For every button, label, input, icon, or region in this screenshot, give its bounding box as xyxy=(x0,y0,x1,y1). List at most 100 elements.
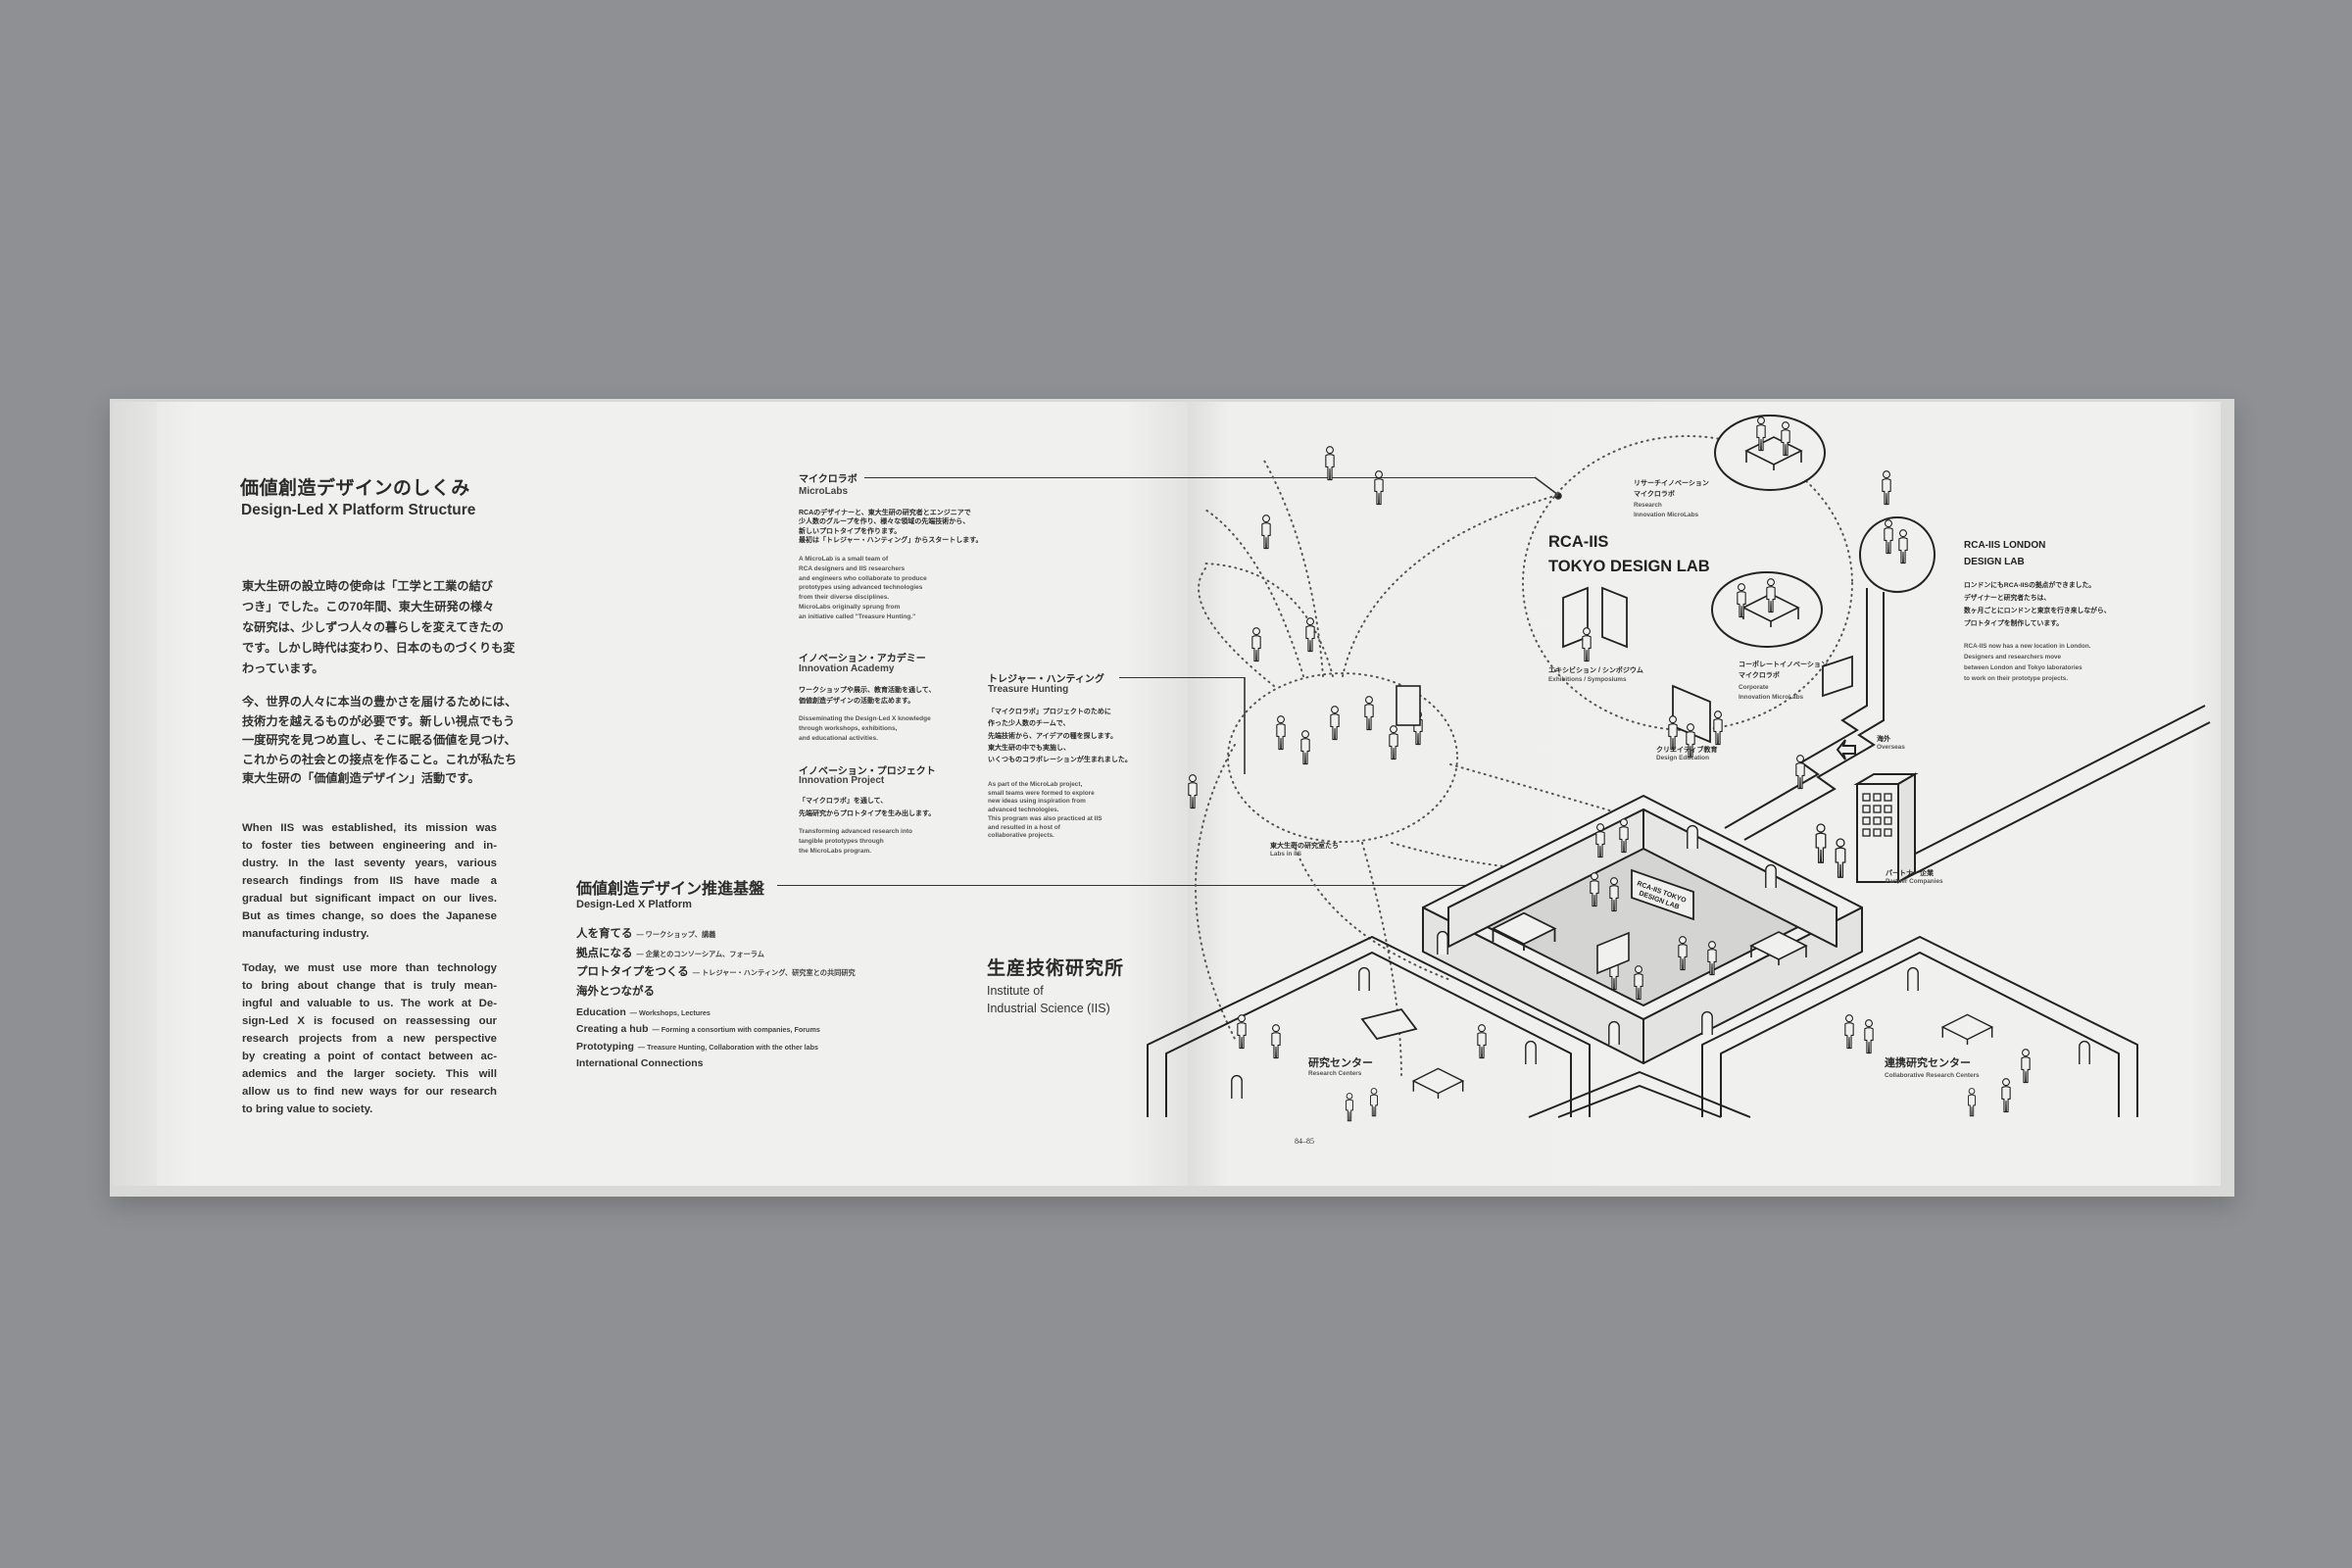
text-line: マイクロラボ xyxy=(1634,491,1675,498)
collab-centers-label-en: Collaborative Research Centers xyxy=(1885,1072,1980,1079)
iis-title-ja: 生産技術研究所 xyxy=(987,958,1125,979)
labs-in-iis-label-en: Labs in IIS xyxy=(1270,851,1301,858)
research-microlabs-label-ja: リサーチイノベーションマイクロラボ xyxy=(1634,478,1709,500)
treasure-title-ja: トレジャー・ハンティング xyxy=(988,674,1104,685)
text-line: This program was also practiced at IIS xyxy=(988,814,1102,822)
exhibitions-label-ja: エキシビション / シンポジウム xyxy=(1548,667,1643,674)
cover-edge xyxy=(113,402,158,1186)
text-line: 東大生研の「価値創造デザイン」活動です。 xyxy=(242,771,480,785)
text-line: to foster ties between engineering and i… xyxy=(242,840,497,852)
text-line: small teams were formed to explore xyxy=(988,789,1095,797)
text-line: 価値創造デザインの活動を広めます。 xyxy=(799,698,915,705)
text-line: by creating a point of contact between a… xyxy=(242,1051,497,1062)
left-page xyxy=(157,402,1188,1186)
project-title-en: Innovation Project xyxy=(799,775,885,786)
text-line: A MicroLab is a small team of xyxy=(799,556,889,563)
text-line: 「マイクロラボ」プロジェクトのために xyxy=(988,709,1111,715)
text-line: allow us to find new ways for our resear… xyxy=(242,1086,497,1098)
platform-item-en: International Connections xyxy=(576,1056,704,1069)
treasure-body-en: As part of the MicroLab project,small te… xyxy=(988,781,1102,841)
project-body-ja: 「マイクロラボ」を通して、先端研究からプロトタイプを生み出します。 xyxy=(799,795,935,820)
project-title-ja: イノベーション・プロジェクト xyxy=(799,766,936,777)
collab-centers-label-ja: 連携研究センター xyxy=(1885,1057,1971,1069)
text-line: prototypes using advanced technologies xyxy=(799,584,923,592)
project-body-en: Transforming advanced research into tangi… xyxy=(799,827,912,857)
text-line: to bring value to society. xyxy=(242,1103,373,1115)
microlabs-body-ja: RCAのデザイナーと、東大生研の研究者とエンジニアで少人数のグループを作り、様々… xyxy=(799,509,983,545)
exhibitions-label-en: Exhibitions / Symposiums xyxy=(1548,676,1627,683)
text-line: 数ヶ月ごとにロンドンと東京を行き来しながら、 xyxy=(1964,608,2111,614)
london-lab-body-ja: ロンドンにもRCA-IISの拠点ができました。デザイナーと研究者たちは、数ヶ月ご… xyxy=(1964,579,2111,630)
text-line: わっています。 xyxy=(242,662,324,675)
text-line: But as times change, so does the Japanes… xyxy=(242,910,497,922)
platform-list-ja: 人を育てる— ワークショップ、講義 拠点になる— 企業とのコンソーシアム、フォー… xyxy=(576,924,856,1001)
platform-item-ja: 拠点になる— 企業とのコンソーシアム、フォーラム xyxy=(576,947,764,959)
research-centers-label-en: Research Centers xyxy=(1308,1070,1362,1077)
text-line: な研究は、少しずつ人々の暮らしを変えてきたの xyxy=(242,620,504,634)
text-line: between London and Tokyo laboratories xyxy=(1964,664,2082,671)
microlabs-leader-line xyxy=(864,477,1535,478)
text-line: Disseminating the Design-Led X knowledge xyxy=(799,715,931,722)
london-lab-body-en: RCA-IIS now has a new location in London… xyxy=(1964,641,2090,684)
text-line: RCAのデザイナーと、東大生研の研究者とエンジニアで xyxy=(799,510,971,516)
academy-body-en: Disseminating the Design-Led X knowledge… xyxy=(799,714,931,744)
platform-item-ja: プロトタイプをつくる— トレジャー・ハンティング、研究室との共同研究 xyxy=(576,966,856,978)
design-education-label-en: Design Education xyxy=(1656,755,1709,761)
microlabs-title-ja: マイクロラボ xyxy=(799,474,858,485)
text-line: Innovation MicroLabs xyxy=(1739,694,1804,701)
text-line: コーポレートイノベーション xyxy=(1739,662,1828,668)
text-line: 作った少人数のチームで、 xyxy=(988,720,1070,728)
text-line: マイクロラボ xyxy=(1739,672,1780,679)
platform-item-en: Education— Workshops, Lectures xyxy=(576,1006,710,1018)
text-line: research findings from IIS have made a xyxy=(242,875,497,887)
text-line: and educational activities. xyxy=(799,735,878,742)
text-line: tangible prototypes through xyxy=(799,838,884,845)
text-line: Industrial Science (IIS) xyxy=(987,1002,1110,1015)
text-line: ワークショップや展示、教育活動を通して、 xyxy=(799,687,936,694)
text-line: advanced technologies. xyxy=(988,807,1059,814)
intro-ja-paragraph-2: 今、世界の人々に本当の豊かさを届けるためには、技術力を越えるものが必要です。新し… xyxy=(242,693,516,789)
text-line: Transforming advanced research into xyxy=(799,828,912,835)
text-line: to work on their prototype projects. xyxy=(1964,675,2069,682)
text-line: 先端技術から、アイデアの種を探します。 xyxy=(988,732,1117,740)
text-line: これからの社会との接点を作ること。これが私たち xyxy=(242,752,517,766)
partners-label-en: Partner Companies xyxy=(1886,878,1943,885)
academy-title-en: Innovation Academy xyxy=(799,663,895,674)
text-line: Designers and researchers move xyxy=(1964,654,2062,661)
treasure-body-ja: 「マイクロラボ」プロジェクトのために作った少人数のチームで、先端技術から、アイデ… xyxy=(988,707,1132,766)
text-line: TOKYO DESIGN LAB xyxy=(1548,558,1710,575)
text-line: manufacturing industry. xyxy=(242,928,369,940)
microlabs-title-en: MicroLabs xyxy=(799,486,849,497)
design-education-label-ja: クリエイティブ教育 xyxy=(1656,747,1718,754)
text-line: RCA-IIS xyxy=(1548,533,1609,551)
text-line: 「マイクロラボ」を通して、 xyxy=(799,798,888,805)
text-line: 技術力を越えるものが必要です。新しい視点でもう xyxy=(242,713,515,728)
page-number: 84–85 xyxy=(1295,1137,1314,1146)
treasure-title-en: Treasure Hunting xyxy=(988,684,1069,695)
text-line: リサーチイノベーション xyxy=(1634,480,1709,487)
academy-title-ja: イノベーション・アカデミー xyxy=(799,654,926,664)
text-line: MicroLabs originally sprung from xyxy=(799,603,901,611)
text-line: 最初は「トレジャー・ハンティング」からスタートします。 xyxy=(799,536,983,544)
platform-title-en: Design-Led X Platform xyxy=(576,899,692,910)
text-line: DESIGN LAB xyxy=(1964,557,2025,567)
text-line: Corporate xyxy=(1739,684,1769,691)
text-line: collaborative projects. xyxy=(988,832,1054,840)
labs-in-iis-label-ja: 東大生研の研究室たち xyxy=(1270,843,1339,850)
text-line: As part of the MicroLab project, xyxy=(988,781,1083,788)
text-line: 新しいプロトタイプを作ります。 xyxy=(799,527,902,535)
text-line: When IIS was established, its mission wa… xyxy=(242,822,497,834)
platform-item-en: Creating a hub— Forming a consortium wit… xyxy=(576,1023,820,1036)
text-line: プロトタイプを制作しています。 xyxy=(1964,620,2064,627)
treasure-leader-line xyxy=(1119,677,1245,678)
page-title-ja: 価値創造デザインのしくみ xyxy=(240,478,470,499)
text-line: and engineers who collaborate to produce xyxy=(799,574,927,582)
platform-item-ja: 海外とつながる xyxy=(576,985,656,998)
text-line: dustry. In the last seventy years, vario… xyxy=(242,858,497,869)
text-line: gradual but significant impact on our li… xyxy=(242,893,497,905)
text-line: 東大生研の中でも実施し、 xyxy=(988,744,1070,752)
